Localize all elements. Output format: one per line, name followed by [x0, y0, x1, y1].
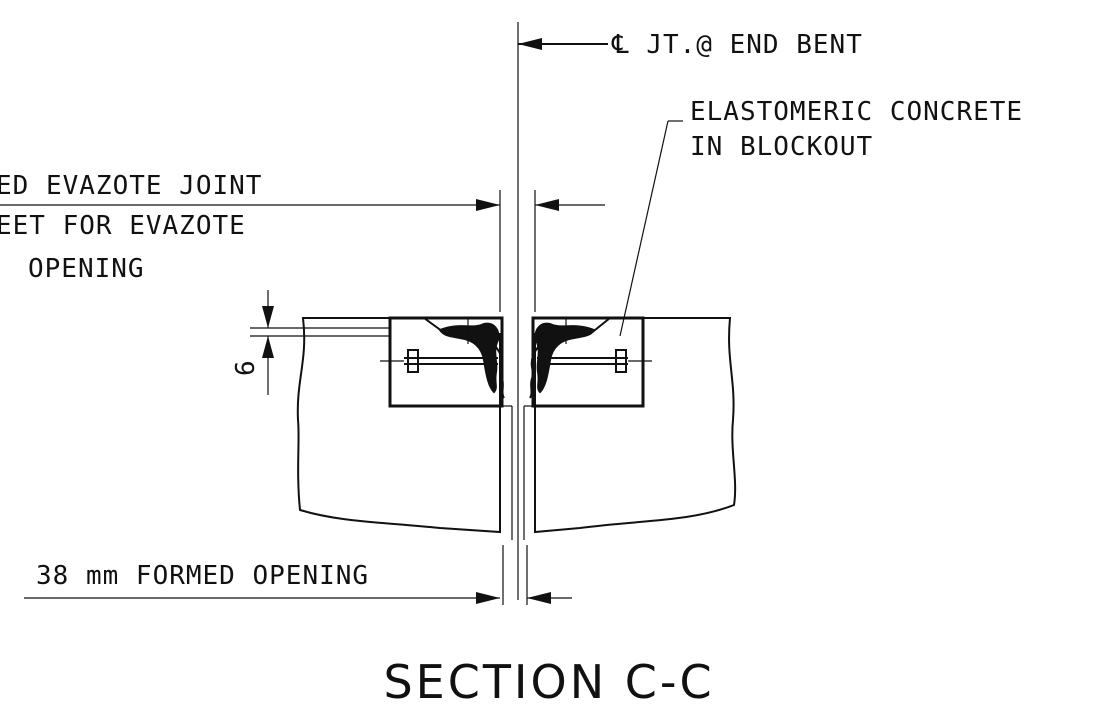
centerline-leader [518, 38, 608, 50]
section-title: SECTION C-C [383, 655, 714, 709]
elastomeric-label-line2: IN BLOCKOUT [690, 132, 873, 162]
depth-dimension-value: 6 [231, 359, 261, 376]
right-steel-angle [529, 318, 596, 399]
formed-opening-dimension [24, 545, 572, 605]
evazote-label-line2: EET FOR EVAZOTE [0, 211, 246, 241]
evazote-label-line1: ED EVAZOTE JOINT [0, 171, 262, 201]
right-blockout [531, 316, 645, 408]
evazote-dimension [0, 190, 605, 312]
evazote-label-line3: OPENING [28, 254, 145, 284]
elastomeric-leader [619, 120, 683, 337]
centerline-label: ℄ JT.@ END BENT [611, 30, 863, 60]
depth-dimension [250, 290, 390, 395]
right-anchor-bar [537, 349, 652, 373]
left-concrete-slab [296, 317, 501, 534]
right-concrete-slab [534, 317, 737, 534]
formed-opening-label: 38 mm FORMED OPENING [36, 561, 369, 591]
left-anchor-bar [380, 349, 498, 373]
left-steel-angle [438, 318, 505, 399]
elastomeric-label-line1: ELASTOMERIC CONCRETE [690, 97, 1023, 127]
joint-gap [500, 405, 535, 540]
